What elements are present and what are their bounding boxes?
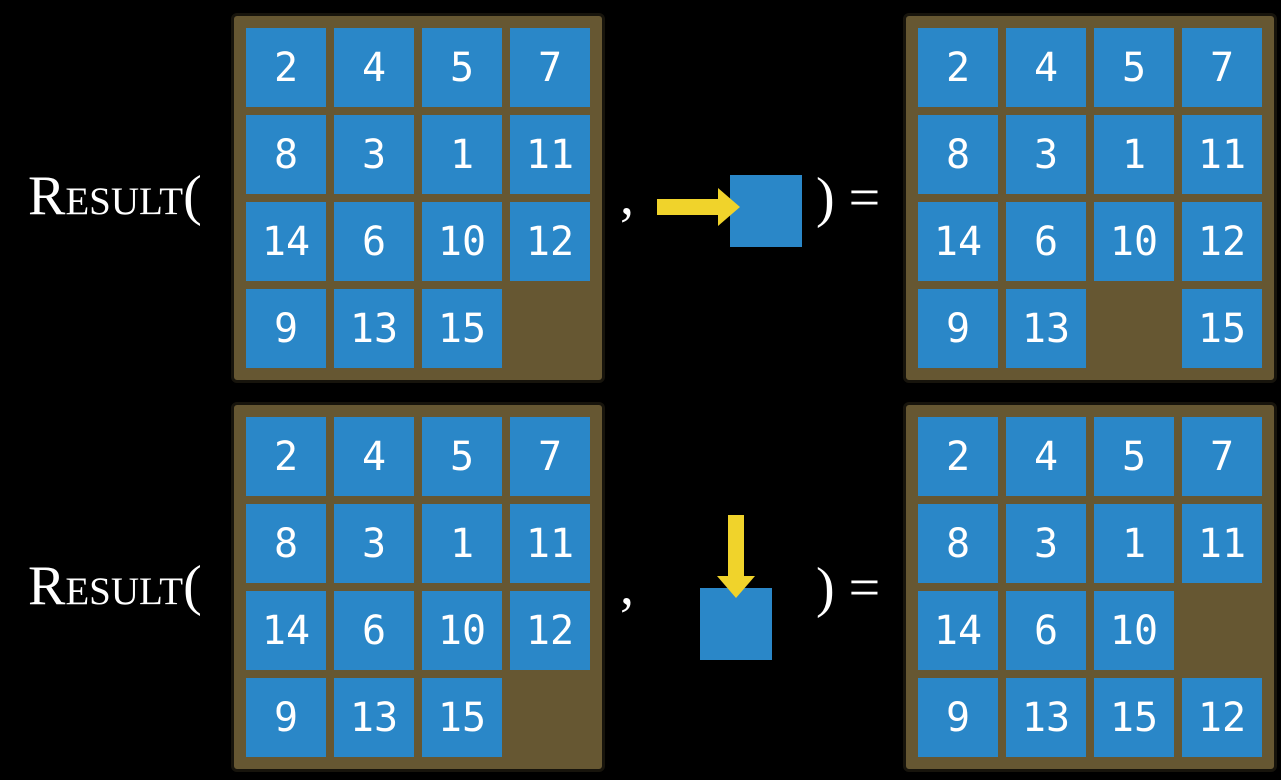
close-paren-equals: ) = — [816, 557, 881, 619]
puzzle-tile: 10 — [1094, 591, 1174, 670]
action-tile — [700, 588, 772, 660]
puzzle-tile: 11 — [510, 504, 590, 583]
close-paren-equals: ) = — [816, 167, 881, 229]
puzzle-tile: 12 — [510, 202, 590, 281]
puzzle-tile: 4 — [1006, 28, 1086, 107]
puzzle-tile: 7 — [510, 28, 590, 107]
puzzle-tile: 11 — [1182, 115, 1262, 194]
puzzle-tile: 5 — [1094, 28, 1174, 107]
puzzle-tile: 6 — [334, 591, 414, 670]
puzzle-tile: 13 — [334, 678, 414, 757]
puzzle-tile: 6 — [1006, 202, 1086, 281]
puzzle-tile: 15 — [422, 678, 502, 757]
puzzle-tile: 4 — [334, 417, 414, 496]
comma-separator: , — [620, 165, 634, 227]
puzzle-tile: 8 — [918, 115, 998, 194]
puzzle-tile: 14 — [918, 591, 998, 670]
puzzle-tile: 10 — [1094, 202, 1174, 281]
puzzle-tile: 5 — [422, 417, 502, 496]
puzzle-tile: 13 — [1006, 678, 1086, 757]
empty-cell — [510, 678, 590, 757]
puzzle-tile: 1 — [422, 115, 502, 194]
puzzle-tile: 15 — [1182, 289, 1262, 368]
puzzle-tile: 12 — [1182, 202, 1262, 281]
puzzle-tile: 6 — [1006, 591, 1086, 670]
puzzle-tile: 15 — [1094, 678, 1174, 757]
result-function-label: Result( — [28, 555, 202, 617]
puzzle-tile: 10 — [422, 591, 502, 670]
puzzle-tile: 1 — [1094, 115, 1174, 194]
puzzle-tile: 9 — [246, 289, 326, 368]
puzzle-tile: 14 — [246, 591, 326, 670]
puzzle-tile: 3 — [334, 504, 414, 583]
puzzle-tile: 11 — [510, 115, 590, 194]
puzzle-tile: 6 — [334, 202, 414, 281]
puzzle-tile: 7 — [1182, 28, 1262, 107]
comma-separator: , — [620, 555, 634, 617]
action-tile — [730, 175, 802, 247]
right-arrow-icon — [657, 188, 740, 226]
puzzle-tile: 12 — [510, 591, 590, 670]
empty-cell — [510, 289, 590, 368]
puzzle-tile: 8 — [918, 504, 998, 583]
puzzle-tile: 3 — [1006, 504, 1086, 583]
puzzle-tile: 8 — [246, 504, 326, 583]
puzzle-tile: 8 — [246, 115, 326, 194]
puzzle-tile: 4 — [1006, 417, 1086, 496]
puzzle-tile: 3 — [1006, 115, 1086, 194]
puzzle-tile: 11 — [1182, 504, 1262, 583]
puzzle-tile: 1 — [1094, 504, 1174, 583]
puzzle-tile: 2 — [246, 28, 326, 107]
puzzle-tile: 2 — [918, 417, 998, 496]
puzzle-tile: 14 — [918, 202, 998, 281]
empty-cell — [1182, 591, 1262, 670]
puzzle-tile: 9 — [918, 289, 998, 368]
puzzle-tile: 4 — [334, 28, 414, 107]
puzzle-tile: 10 — [422, 202, 502, 281]
result-function-label: Result( — [28, 165, 202, 227]
down-arrow-icon — [717, 515, 755, 598]
puzzle-tile: 2 — [918, 28, 998, 107]
puzzle-tile: 5 — [1094, 417, 1174, 496]
empty-cell — [1094, 289, 1174, 368]
puzzle-tile: 1 — [422, 504, 502, 583]
puzzle-tile: 12 — [1182, 678, 1262, 757]
puzzle-tile: 15 — [422, 289, 502, 368]
puzzle-tile: 13 — [334, 289, 414, 368]
puzzle-tile: 7 — [510, 417, 590, 496]
puzzle-tile: 3 — [334, 115, 414, 194]
puzzle-tile: 14 — [246, 202, 326, 281]
puzzle-tile: 2 — [246, 417, 326, 496]
puzzle-tile: 9 — [918, 678, 998, 757]
puzzle-tile: 9 — [246, 678, 326, 757]
puzzle-tile: 7 — [1182, 417, 1262, 496]
puzzle-tile: 13 — [1006, 289, 1086, 368]
puzzle-tile: 5 — [422, 28, 502, 107]
